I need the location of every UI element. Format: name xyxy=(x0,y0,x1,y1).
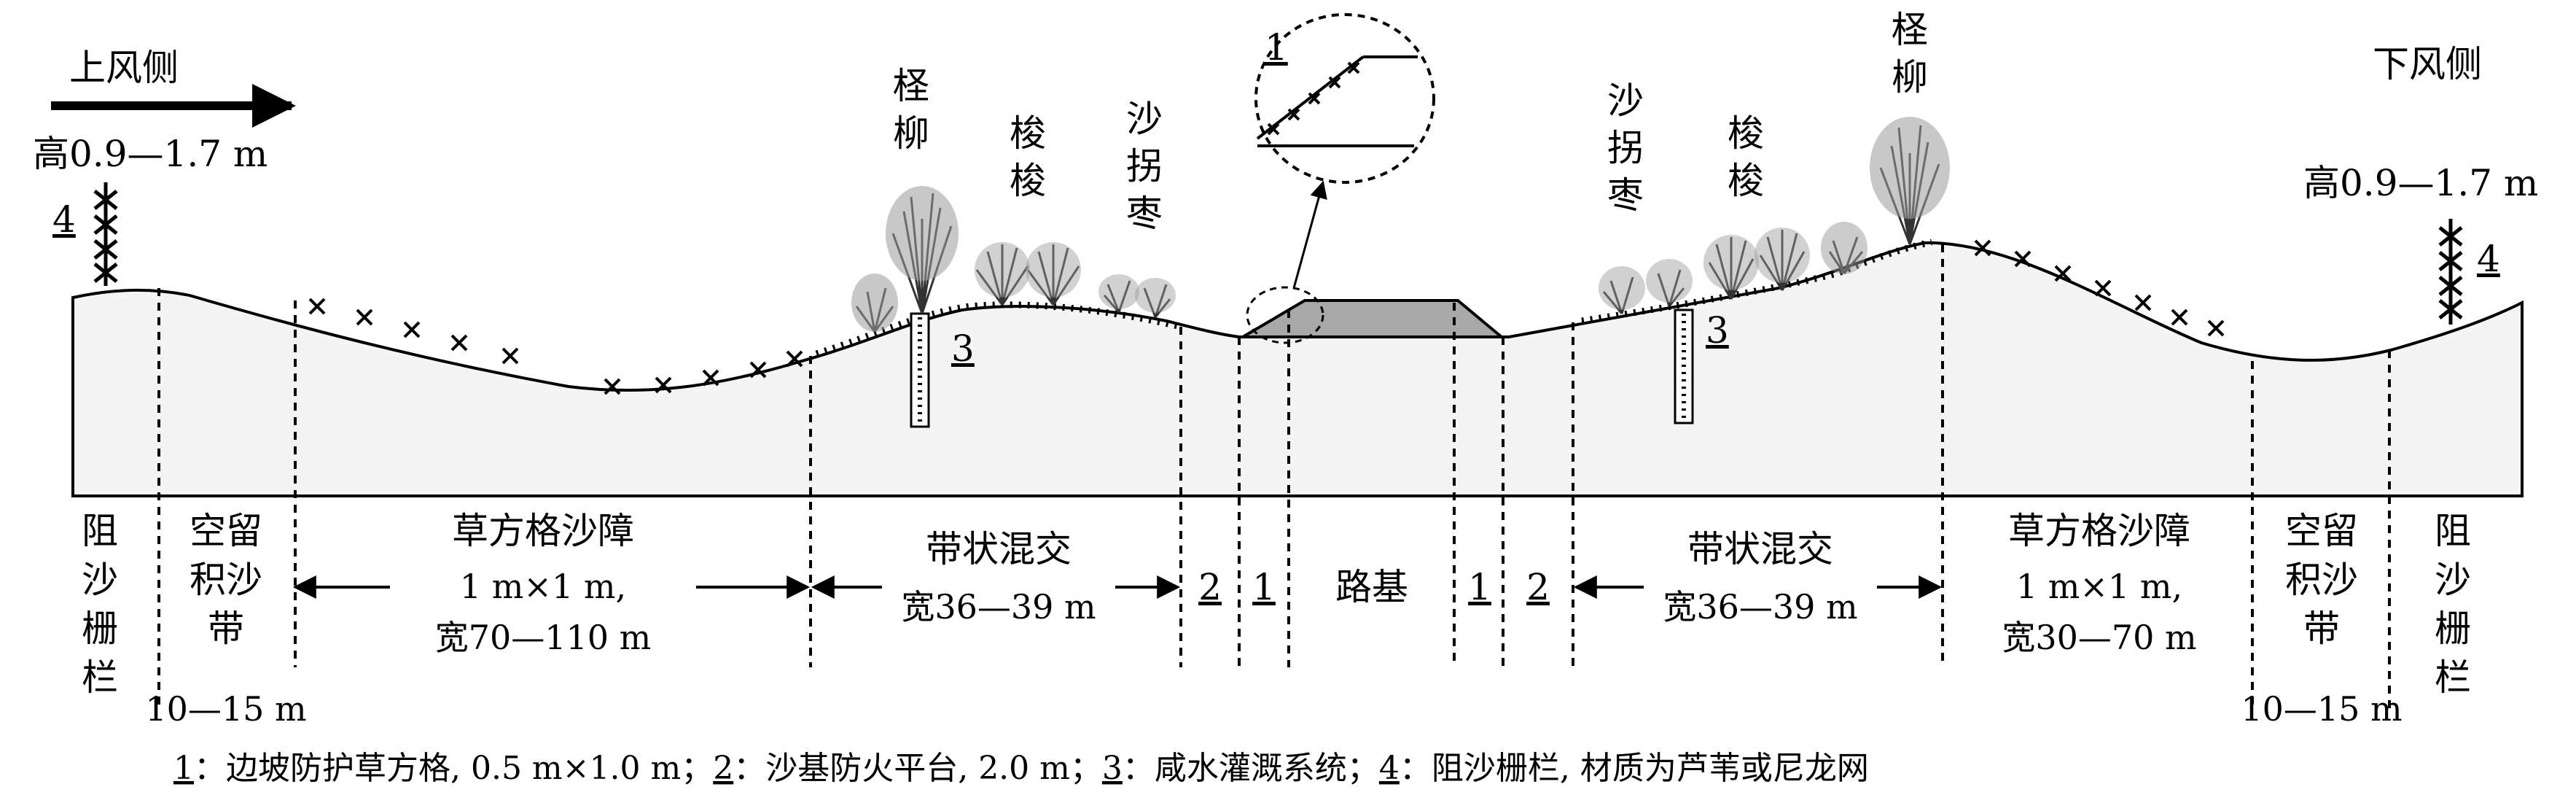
zone-size: 1 m×1 m, xyxy=(2016,567,2182,606)
zone-label-accum-right: 空留 积沙 带 10—15 m xyxy=(2241,510,2402,729)
plant-labels-right: 沙 拐 枣 梭 梭 柽 柳 xyxy=(1607,9,1928,217)
shrub-haloxylon-left xyxy=(975,242,1081,306)
legend: 1：边坡防护草方格, 0.5 m×1.0 m；2：沙基防火平台, 2.0 m；3… xyxy=(173,750,1869,787)
zone-title: 草方格沙障 xyxy=(2008,510,2190,552)
plant-label-char: 柳 xyxy=(893,112,929,155)
plant-label-char: 拐 xyxy=(1607,127,1644,169)
plant-label-char: 枣 xyxy=(1126,193,1163,235)
slope-detail-circle xyxy=(1246,286,1324,344)
legend-num-2: 2 xyxy=(713,750,733,787)
zone-title: 草方格沙障 xyxy=(452,510,634,552)
plant-label-char: 梭 xyxy=(1010,160,1046,202)
upwind-label: 上风侧 xyxy=(69,47,179,89)
straw-grid-marks-right xyxy=(1974,239,2225,337)
zone-char: 栏 xyxy=(2435,656,2471,699)
zone-size: 1 m×1 m, xyxy=(460,567,626,606)
zone-label-fence-left: 阻 沙 栅 栏 xyxy=(82,510,118,699)
zone-line: 带 xyxy=(2303,608,2340,650)
plant-label-char: 沙 xyxy=(1607,79,1644,122)
inset-pointer-arrow xyxy=(1292,180,1327,289)
legend-text-2: ：沙基防火平台, 2.0 m； xyxy=(733,750,1102,787)
zone-label-belt-left: 带状混交 宽36—39 m xyxy=(901,528,1096,627)
zone-width: 10—15 m xyxy=(2241,689,2402,729)
zone-line: 积沙 xyxy=(2285,559,2358,601)
fence-height-right: 高0.9—1.7 m xyxy=(2303,162,2538,204)
zone-dividers xyxy=(157,244,2391,711)
zone-char: 栅 xyxy=(2435,608,2471,650)
zone-width: 宽70—110 m xyxy=(435,618,652,657)
legend-num-3: 3 xyxy=(1102,750,1123,787)
plant-label-char: 拐 xyxy=(1126,145,1163,187)
shrub-tamarisk-left xyxy=(886,186,959,314)
inset-marker: 1 xyxy=(1265,26,1288,69)
marker-1-right: 1 xyxy=(1468,566,1491,608)
plant-label-char: 枣 xyxy=(1607,174,1644,217)
legend-num-1: 1 xyxy=(173,750,194,787)
roadbed-label: 路基 xyxy=(1335,566,1408,608)
legend-text-3: ：咸水灌溉系统； xyxy=(1123,750,1379,787)
plant-label-char: 柳 xyxy=(1892,56,1928,98)
shrub-small-left-1 xyxy=(851,274,898,333)
shrub-haloxylon-right xyxy=(1703,228,1810,300)
straw-grid-marks-left xyxy=(308,298,803,395)
zone-line: 积沙 xyxy=(190,559,262,601)
marker-1-left: 1 xyxy=(1252,566,1276,608)
zone-width: 宽36—39 m xyxy=(1663,587,1857,627)
plant-label-char: 梭 xyxy=(1728,112,1764,155)
shrub-calligonum-right xyxy=(1599,259,1693,314)
downwind-label: 下风侧 xyxy=(2373,43,2482,85)
plant-label-char: 梭 xyxy=(1010,112,1046,155)
plant-label-char: 柽 xyxy=(1892,9,1928,51)
fence-height-left: 高0.9—1.7 m xyxy=(33,133,268,175)
plant-label-char: 梭 xyxy=(1728,160,1764,202)
zone-char: 沙 xyxy=(82,559,118,601)
zone-char: 阻 xyxy=(82,510,118,552)
slope-detail-drawing xyxy=(1256,55,1418,147)
irrigation-marker-left: 3 xyxy=(951,327,975,370)
zone-char: 栅 xyxy=(82,608,118,650)
plant-labels-left: 柽 柳 梭 梭 沙 拐 枣 xyxy=(893,65,1163,235)
legend-text-4: ：阻沙栅栏, 材质为芦苇或尼龙网 xyxy=(1400,750,1869,787)
zone-label-accum-left: 空留 积沙 带 10—15 m xyxy=(145,510,306,729)
fence-marker-right: 4 xyxy=(2477,238,2500,280)
zone-label-grid-left: 草方格沙障 1 m×1 m, 宽70—110 m xyxy=(435,510,652,657)
zone-line: 带 xyxy=(208,608,244,650)
zone-title: 带状混交 xyxy=(926,528,1072,570)
sand-fence-right xyxy=(2438,219,2463,325)
sand-dune-profile xyxy=(71,241,2524,497)
zone-line: 空留 xyxy=(2285,510,2358,552)
zone-char: 栏 xyxy=(82,656,118,699)
sand-fence-left xyxy=(93,182,118,286)
legend-text-1: ：边坡防护草方格, 0.5 m×1.0 m； xyxy=(194,750,713,787)
plant-label-char: 沙 xyxy=(1126,98,1163,140)
zone-line: 空留 xyxy=(190,510,262,552)
roadbed-shape xyxy=(1237,299,1506,338)
shrub-tamarisk-right xyxy=(1870,117,1950,245)
legend-num-4: 4 xyxy=(1379,750,1400,787)
irrigation-marker-right: 3 xyxy=(1706,309,1729,352)
zone-label-belt-right: 带状混交 宽36—39 m xyxy=(1663,528,1857,627)
zone-title: 带状混交 xyxy=(1687,528,1833,570)
shrub-small-right xyxy=(1821,222,1867,274)
fence-marker-left: 4 xyxy=(52,198,76,241)
marker-2-left: 2 xyxy=(1198,566,1222,608)
shrub-calligonum-left xyxy=(1098,274,1176,318)
zone-width: 宽30—70 m xyxy=(2002,618,2196,657)
zone-char: 阻 xyxy=(2435,510,2471,552)
zone-label-fence-right: 阻 沙 栅 栏 xyxy=(2435,510,2471,699)
zone-label-grid-right: 草方格沙障 1 m×1 m, 宽30—70 m xyxy=(2002,510,2196,657)
marker-2-right: 2 xyxy=(1526,566,1550,608)
zone-width: 10—15 m xyxy=(145,689,306,729)
zone-char: 沙 xyxy=(2435,559,2471,601)
plant-label-char: 柽 xyxy=(893,65,929,107)
zone-width: 宽36—39 m xyxy=(901,587,1096,627)
